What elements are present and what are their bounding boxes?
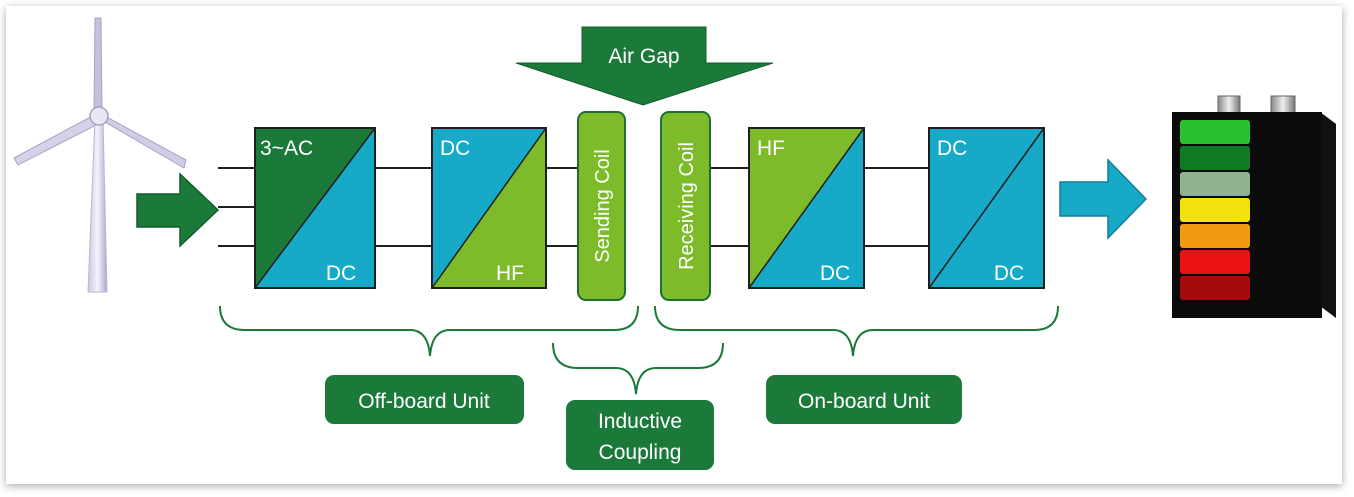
air-gap-arrow: Air Gap (515, 26, 774, 106)
converter-2-bottom-label: HF (496, 262, 524, 285)
inductive-brace (552, 342, 724, 395)
inductive-coupling-line2: Coupling (599, 441, 682, 464)
output-arrow (1059, 158, 1148, 240)
converter-4-bottom-label: DC (994, 262, 1024, 285)
converter-2-top-label: DC (440, 137, 470, 160)
offboard-unit-badge: Off-board Unit (325, 375, 524, 424)
receiving-coil: Receiving Coil (660, 111, 711, 301)
onboard-unit-badge: On-board Unit (766, 375, 962, 424)
connection-lines (218, 167, 929, 247)
converter-3-top-label: HF (757, 137, 785, 160)
offboard-brace (219, 305, 639, 357)
offboard-unit-label: Off-board Unit (358, 390, 490, 413)
converter-4-top-label: DC (937, 137, 967, 160)
battery-icon (1172, 95, 1336, 318)
sending-coil: Sending Coil (577, 111, 626, 301)
converter-ac-dc: 3~AC DC (254, 127, 376, 289)
converter-hf-dc: HF DC (748, 127, 865, 289)
converter-1-bottom-label: DC (326, 262, 356, 285)
braces (219, 305, 1059, 395)
onboard-unit-label: On-board Unit (798, 390, 930, 413)
converter-1-top-label: 3~AC (260, 137, 313, 160)
input-arrow (136, 172, 220, 248)
onboard-brace (654, 305, 1059, 357)
converter-dc-dc: DC DC (928, 127, 1045, 289)
converter-3-bottom-label: DC (820, 262, 850, 285)
converter-dc-hf: DC HF (431, 127, 547, 289)
inductive-coupling-line1: Inductive (598, 410, 682, 433)
sending-coil-label: Sending Coil (592, 149, 614, 262)
receiving-coil-label: Receiving Coil (676, 142, 698, 270)
wind-turbine-icon (13, 17, 187, 293)
inductive-coupling-badge: Inductive Coupling (566, 400, 714, 470)
air-gap-label: Air Gap (608, 45, 679, 68)
